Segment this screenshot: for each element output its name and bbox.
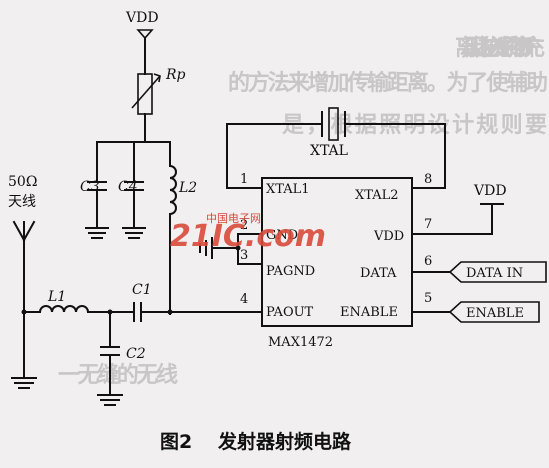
- c3-capacitor: C3: [80, 141, 109, 239]
- pin-2-name: GND: [266, 228, 298, 243]
- xtal-body: [328, 107, 339, 141]
- vdd-top-arrow: [136, 29, 154, 40]
- watermark-sub: 中国电子网: [206, 212, 261, 225]
- ic-body: [261, 177, 413, 327]
- background-line-4: 一无缝的无线: [58, 362, 178, 388]
- c4-label: C4: [118, 179, 138, 195]
- pin-7-number: 7: [424, 217, 432, 232]
- watermark-main: 21IC.com: [170, 219, 326, 254]
- vdd-right: VDD: [473, 183, 507, 235]
- antenna-label: 天线: [8, 194, 36, 210]
- l1-label: L1: [47, 289, 66, 305]
- pin-6-name: DATA: [360, 266, 397, 281]
- background-line-3: 是，根据照明设计规则要: [282, 113, 547, 138]
- enable-label: ENABLE: [466, 306, 524, 321]
- l1-inductor: L1: [23, 289, 135, 315]
- pin-2-number: 2: [240, 218, 248, 233]
- figure-number: 图2: [160, 431, 192, 453]
- c4-capacitor: C4: [118, 141, 146, 239]
- c1-capacitor: C1: [132, 282, 173, 322]
- c2-capacitor: C2: [97, 311, 146, 406]
- max1472-chip: 1 XTAL1 2 GND 3 PAGND 4 PAOUT 8 XTAL2 7 …: [169, 172, 493, 350]
- data-in-port: DATA IN: [448, 261, 547, 283]
- pin-8-name: XTAL2: [355, 188, 399, 203]
- pin-6-number: 6: [424, 254, 432, 269]
- pin-1-name: XTAL1: [266, 182, 310, 197]
- chip-ground: [199, 233, 241, 265]
- vdd-right-label: VDD: [473, 183, 507, 199]
- pin-7-name: VDD: [373, 229, 404, 244]
- pin-4-number: 4: [240, 292, 248, 307]
- antenna: 50Ω 天线: [8, 174, 37, 389]
- rp-branch: VDD Rp: [96, 10, 186, 143]
- data-in-label: DATA IN: [466, 266, 523, 281]
- c2-label: C2: [126, 346, 146, 362]
- pin-5-name: ENABLE: [340, 305, 398, 320]
- xtal-label: XTAL: [310, 143, 348, 159]
- c3-label: C3: [80, 179, 100, 195]
- vdd-top-label: VDD: [125, 10, 159, 26]
- figure-caption: 图2 发射器射频电路: [160, 430, 352, 453]
- figure-title: 发射器射频电路: [217, 430, 352, 453]
- c1-label: C1: [132, 282, 152, 298]
- background-text: 离，因此，在嵌入式系统中不断扩充 的方法来增加传输距离。为了使辅助 是，根据照明…: [58, 35, 548, 388]
- l2-inductor: L2: [168, 141, 197, 315]
- ic-name-label: MAX1472: [268, 335, 333, 350]
- antenna-impedance-label: 50Ω: [8, 174, 37, 190]
- pin-1-number: 1: [240, 172, 248, 187]
- pin-4-name: PAOUT: [266, 305, 314, 320]
- background-line-2: 的方法来增加传输距离。为了使辅助: [228, 70, 548, 96]
- watermark: 21IC.com 中国电子网: [170, 212, 326, 254]
- rp-variable-arrow: [131, 75, 161, 109]
- rp-label: Rp: [165, 67, 186, 83]
- background-line-1: 离，因此，在嵌入式系统中不断扩充: [455, 35, 545, 61]
- l2-label: L2: [178, 180, 197, 196]
- pin-3-name: PAGND: [266, 264, 315, 279]
- pin-8-number: 8: [424, 172, 432, 187]
- enable-port: ENABLE: [448, 301, 540, 323]
- pin-5-number: 5: [424, 291, 432, 306]
- pin-3-number: 3: [240, 248, 248, 263]
